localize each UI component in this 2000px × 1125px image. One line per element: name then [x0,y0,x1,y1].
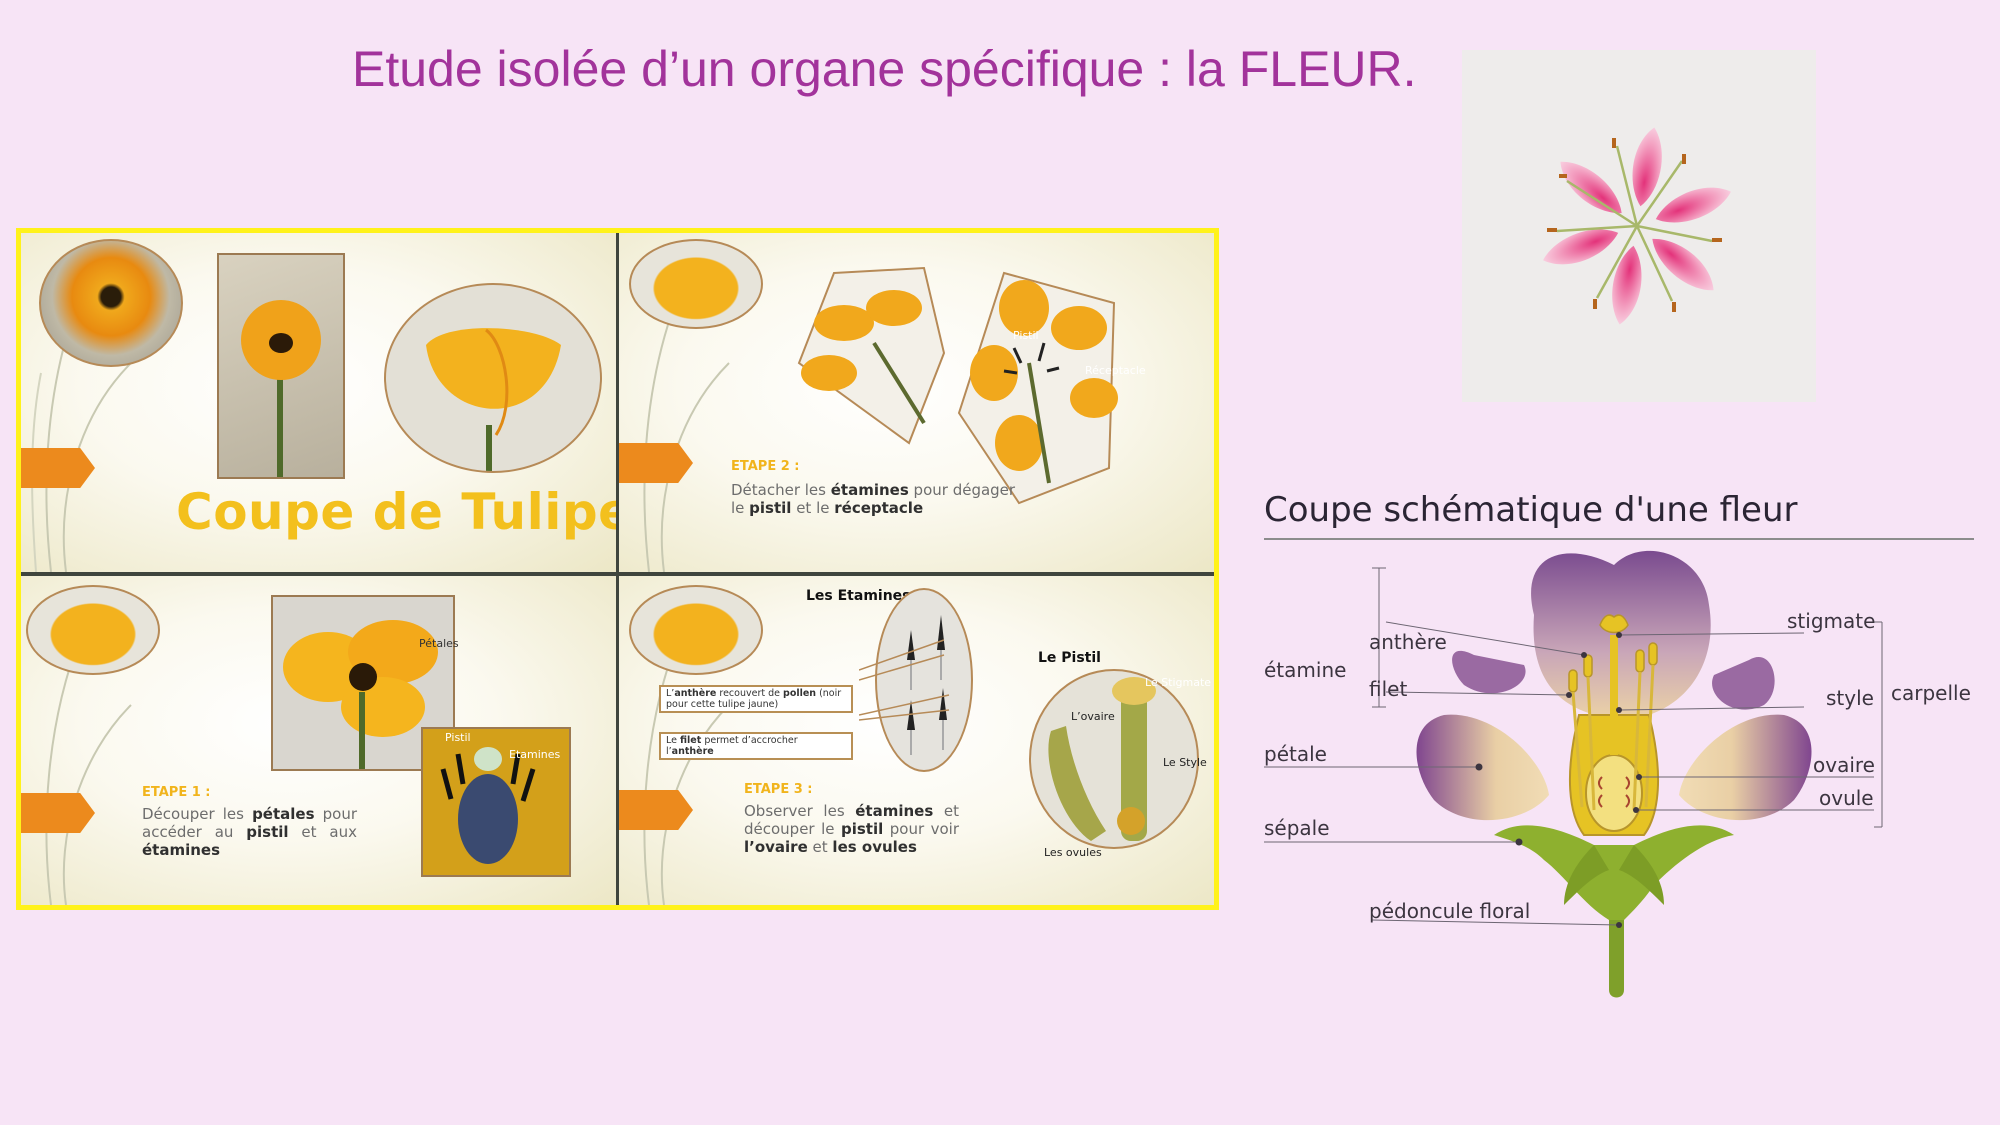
tulip-thumbnail [629,585,763,675]
anthere-note: L’anthère recouvert de pollen (noir pour… [659,685,853,713]
step-text: Détacher les étamines pour dégager le pi… [731,481,1016,517]
tulip-photo-top-view [39,239,183,367]
slide-etape-3: Les Etamines L’anthère recouvert de poll… [619,575,1214,905]
tulip-thumbnail [629,239,763,329]
lily-dissection-photo [1462,50,1816,402]
slide-coupe-de-tulipe: Coupe de Tulipe [21,233,616,572]
label-carpelle: carpelle [1891,681,1971,705]
orange-arrow [619,790,693,830]
tulip-slides-collage: Coupe de Tulipe Pistil [16,228,1219,910]
receptacle-label: Réceptacle [1085,364,1146,377]
orange-arrow [21,448,95,488]
filet-note: Le filet permet d’accrocher l’anthère [659,732,853,760]
label-etamine: étamine [1264,658,1347,682]
ovules-label: Les ovules [1044,846,1102,859]
label-filet: filet [1369,677,1408,701]
dissected-tulip-photos [797,266,1118,505]
step-label: ETAPE 1 : [142,785,211,800]
label-stigmate: stigmate [1787,609,1876,633]
label-ovaire: ovaire [1813,753,1875,777]
label-anthere: anthère [1369,630,1447,654]
page-title: Etude isolée d’un organe spécifique : la… [352,41,1417,97]
stigmate-label: Le Stigmate [1145,676,1212,689]
step-label: ETAPE 2 : [731,459,800,474]
label-style: style [1826,686,1874,710]
schematic-title-rule [1264,538,1974,540]
slide-etape-1: Pétales Pistil Etamines ETAPE 1 : Découp… [21,575,616,905]
etamines-heading: Les Etamines [806,588,911,604]
slide-heading: Coupe de Tulipe [176,483,616,541]
annotation-lines [859,639,950,721]
step-text: Observer les étamines et découper le pis… [744,802,959,856]
etamines-label: Etamines [509,748,561,761]
stamens-photo [875,588,973,772]
tulip-open-photo [271,595,455,771]
pistil-cut-photo [1029,669,1199,849]
panel-separator-horizontal [21,572,1214,576]
label-pedoncule: pédoncule floral [1369,899,1531,923]
flower-cross-section-diagram [1264,550,1883,998]
schematic-title: Coupe schématique d'une fleur [1264,490,1798,530]
label-ovule: ovule [1819,786,1874,810]
style-label: Le Style [1163,756,1207,769]
pistil-label: Pistil [445,731,471,744]
step-text: Découper les pétales pour accéder au pis… [142,805,357,859]
slide-etape-2: Pistil Réceptacle ETAPE 2 : Détacher les… [619,233,1214,572]
petales-label: Pétales [419,637,459,650]
orange-arrow [21,793,95,833]
orange-arrow [619,443,693,483]
tulip-photo-closed [384,283,602,473]
pistil-closeup-photo [421,727,571,877]
lily-illustration [1543,127,1731,325]
label-sepale: sépale [1264,816,1330,840]
pistil-label: Pistil [1013,329,1039,342]
ovaire-label: L’ovaire [1071,710,1115,723]
pistil-heading: Le Pistil [1038,650,1101,666]
step-label: ETAPE 3 : [744,782,813,797]
label-petale: pétale [1264,742,1327,766]
tulip-thumbnail [26,585,160,675]
tulip-photo-stem [217,253,345,479]
panel-separator-vertical [616,233,619,905]
